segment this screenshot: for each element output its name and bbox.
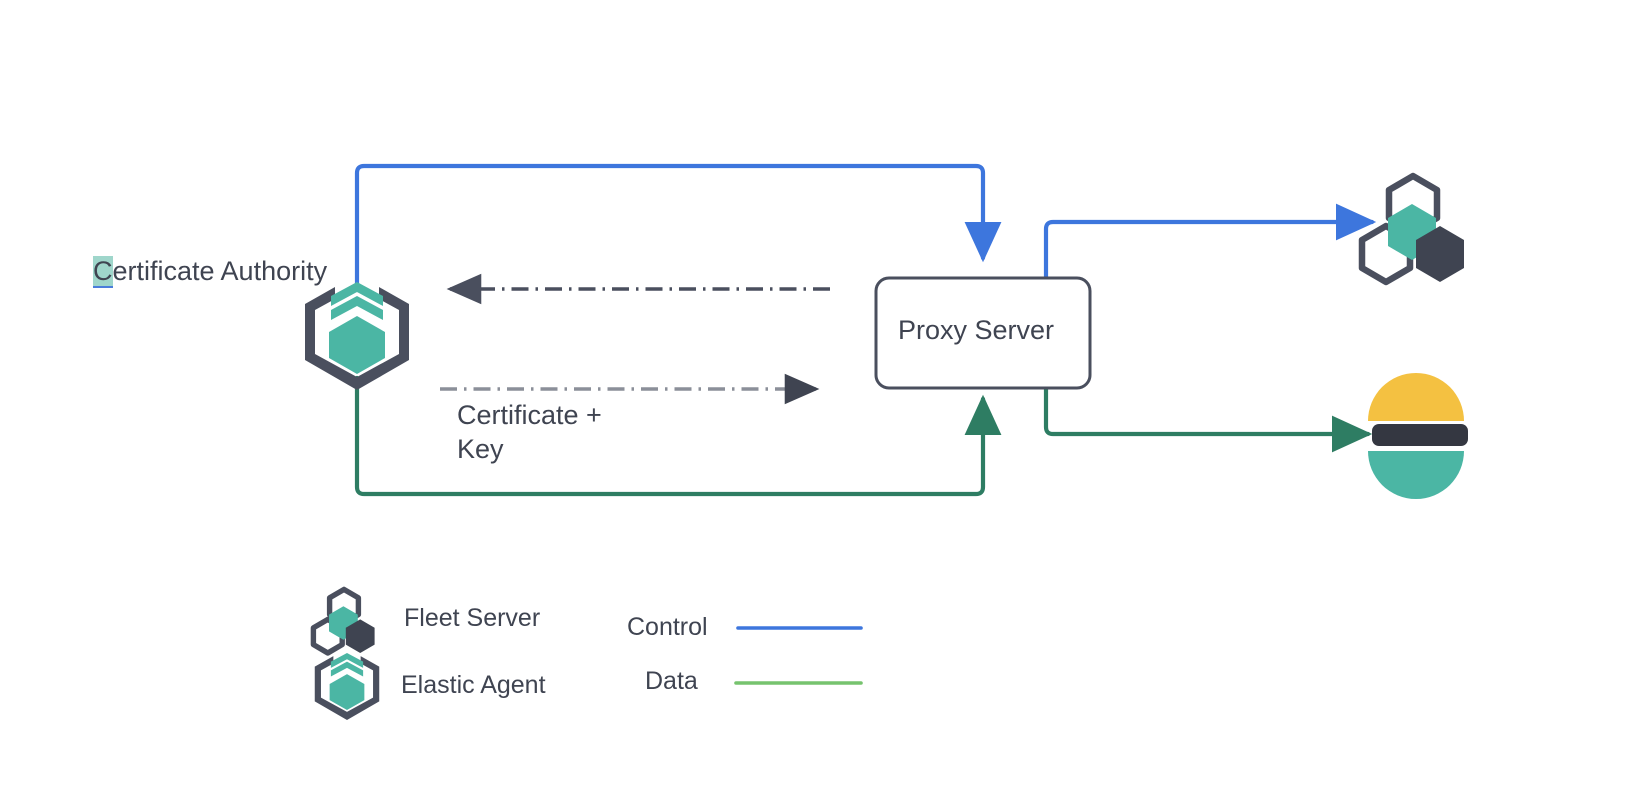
elastic-agent-icon [305, 282, 409, 390]
legend-fleet-server-icon [310, 586, 375, 656]
edge-data-agent-to-proxy [354, 375, 1002, 497]
certificate-key-line-2: Key [457, 434, 504, 465]
legend-elastic-agent-label: Elastic Agent [401, 671, 546, 699]
proxy-server-label: Proxy Server [898, 315, 1055, 345]
edge-control-proxy-to-fleet [1043, 203, 1377, 285]
certificate-authority-label: Certificate Authority [93, 255, 327, 288]
edge-data-proxy-to-elasticsearch [1043, 381, 1373, 453]
elasticsearch-icon [1368, 373, 1468, 499]
legend-control-label: Control [627, 613, 708, 641]
node-proxy-server[interactable] [874, 276, 1092, 390]
legend-elastic-agent-icon [314, 653, 380, 720]
certificate-key-line-1: Certificate + [457, 400, 602, 430]
legend-fleet-server-label: Fleet Server [404, 604, 541, 632]
certificate-authority-selected-char: C [93, 256, 113, 286]
certificate-authority-label-rest: ertificate Authority [112, 256, 328, 286]
certificate-key-label: Certificate + Key [457, 398, 602, 466]
edge-control-agent-to-proxy [354, 163, 1002, 293]
legend-data-label: Data [645, 667, 698, 695]
fleet-server-icon [1358, 172, 1464, 286]
